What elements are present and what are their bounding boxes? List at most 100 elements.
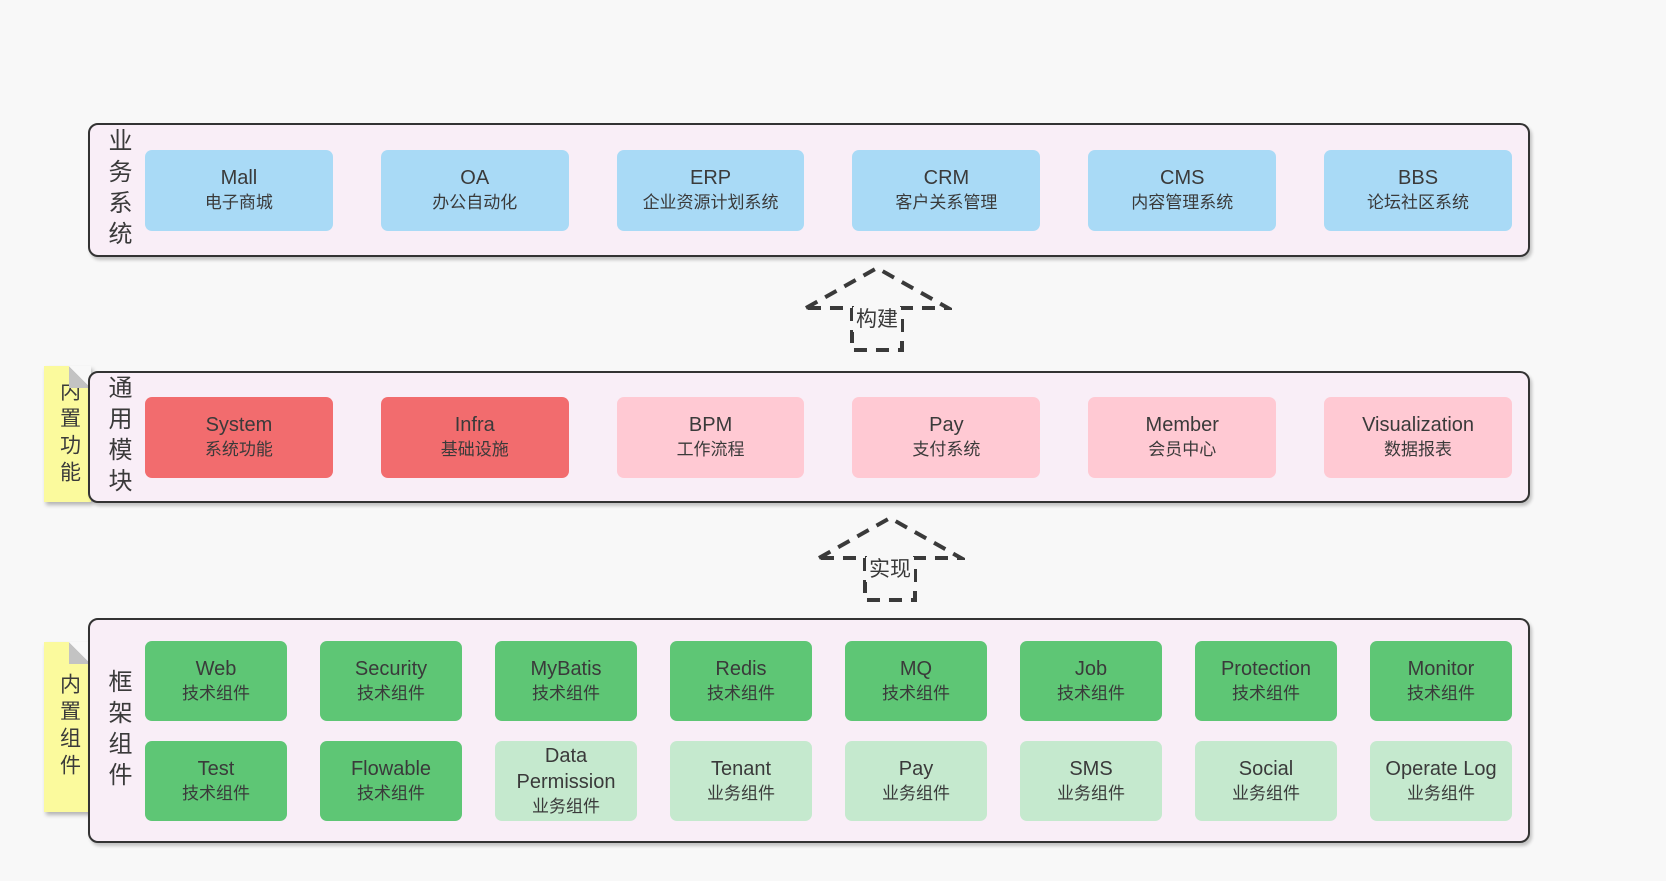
box-name: ERP bbox=[690, 167, 732, 189]
box-name: Web bbox=[195, 657, 237, 680]
box-erp: ERP 企业资源计划系统 bbox=[616, 149, 805, 231]
box-desc: 业务组件 bbox=[1407, 783, 1475, 803]
sticky-tag-label: 内置功能 bbox=[57, 380, 81, 488]
box-protection: Protection 技术组件 bbox=[1195, 640, 1337, 721]
box-desc: 企业资源计划系统 bbox=[642, 193, 779, 212]
box-desc: 技术组件 bbox=[1057, 683, 1125, 703]
box-name: Flowable bbox=[350, 757, 432, 780]
arrow-label: 构建 bbox=[853, 307, 901, 332]
panel-title-common-modules: 通用模块 bbox=[104, 375, 131, 499]
box-name: Mall bbox=[220, 167, 258, 189]
box-cms: CMS 内容管理系统 bbox=[1088, 149, 1277, 231]
panel-business-systems: 业务系统 Mall 电子商城 OA 办公自动化 ERP 企业资源计划系统 CRM… bbox=[88, 123, 1530, 257]
box-pay-module: Pay 支付系统 bbox=[852, 396, 1041, 478]
box-desc: 业务组件 bbox=[882, 783, 950, 803]
box-desc: 技术组件 bbox=[532, 683, 600, 703]
folded-corner-icon bbox=[69, 366, 91, 388]
box-visualization: Visualization 数据报表 bbox=[1324, 396, 1512, 478]
box-desc: 技术组件 bbox=[357, 783, 425, 803]
box-mybatis: MyBatis 技术组件 bbox=[495, 640, 637, 721]
box-name: Pay bbox=[898, 757, 934, 780]
box-desc: 技术组件 bbox=[1232, 683, 1300, 703]
box-desc: 电子商城 bbox=[204, 193, 273, 212]
panel-title-framework-components: 框架组件 bbox=[104, 668, 131, 793]
box-name: Security bbox=[354, 657, 428, 680]
dashed-up-arrow-icon bbox=[802, 265, 952, 352]
box-name: Redis bbox=[715, 657, 767, 680]
box-name: Test bbox=[197, 757, 235, 780]
box-name: BPM bbox=[688, 414, 733, 436]
box-name: Data Permission bbox=[516, 744, 616, 793]
sticky-tag-label: 内置组件 bbox=[57, 673, 81, 781]
dashed-up-arrow-icon bbox=[815, 515, 965, 602]
box-desc: 客户关系管理 bbox=[895, 193, 998, 212]
box-desc: 技术组件 bbox=[182, 783, 250, 803]
box-row: Mall 电子商城 OA 办公自动化 ERP 企业资源计划系统 CRM 客户关系… bbox=[145, 149, 1512, 231]
box-row: System 系统功能 Infra 基础设施 BPM 工作流程 Pay 支付系统… bbox=[145, 396, 1512, 478]
box-desc: 办公自动化 bbox=[432, 193, 518, 212]
box-desc: 业务组件 bbox=[532, 796, 600, 816]
box-name: BBS bbox=[1398, 167, 1439, 189]
panel-boxes: System 系统功能 Infra 基础设施 BPM 工作流程 Pay 支付系统… bbox=[145, 373, 1512, 501]
box-name: SMS bbox=[1069, 757, 1113, 780]
box-desc: 基础设施 bbox=[440, 440, 509, 459]
sticky-tag-built-in-features: 内置功能 bbox=[44, 366, 91, 502]
panel-boxes: Mall 电子商城 OA 办公自动化 ERP 企业资源计划系统 CRM 客户关系… bbox=[145, 125, 1512, 255]
box-pay-component: Pay 业务组件 bbox=[845, 740, 987, 821]
box-member: Member 会员中心 bbox=[1088, 396, 1277, 478]
box-name: OA bbox=[460, 167, 490, 189]
box-desc: 技术组件 bbox=[707, 683, 775, 703]
box-name: Visualization bbox=[1362, 414, 1475, 436]
box-test: Test 技术组件 bbox=[145, 740, 287, 821]
box-mall: Mall 电子商城 bbox=[145, 149, 333, 231]
arrow-build: 构建 bbox=[802, 262, 952, 354]
box-name: Protection bbox=[1220, 657, 1312, 680]
sticky-tag-built-in-components: 内置组件 bbox=[44, 642, 91, 812]
box-name: Member bbox=[1145, 414, 1219, 436]
box-tenant: Tenant 业务组件 bbox=[670, 740, 812, 821]
box-desc: 论坛社区系统 bbox=[1367, 193, 1470, 212]
box-operate-log: Operate Log 业务组件 bbox=[1370, 740, 1512, 821]
box-desc: 支付系统 bbox=[912, 440, 981, 459]
box-social: Social 业务组件 bbox=[1195, 740, 1337, 821]
box-name: System bbox=[205, 414, 273, 436]
box-desc: 技术组件 bbox=[882, 683, 950, 703]
panel-common-modules: 通用模块 System 系统功能 Infra 基础设施 BPM 工作流程 Pay… bbox=[88, 371, 1530, 503]
box-name: Operate Log bbox=[1385, 757, 1497, 780]
box-desc: 会员中心 bbox=[1148, 440, 1217, 459]
box-bpm: BPM 工作流程 bbox=[616, 396, 805, 478]
box-name: MyBatis bbox=[530, 657, 602, 680]
box-desc: 工作流程 bbox=[676, 440, 745, 459]
box-name: Pay bbox=[929, 414, 964, 436]
box-monitor: Monitor 技术组件 bbox=[1370, 640, 1512, 721]
box-desc: 业务组件 bbox=[1057, 783, 1125, 803]
box-oa: OA 办公自动化 bbox=[380, 149, 569, 231]
box-name: Tenant bbox=[710, 757, 772, 780]
box-infra: Infra 基础设施 bbox=[380, 396, 569, 478]
box-desc: 技术组件 bbox=[182, 683, 250, 703]
box-data-permission: Data Permission 业务组件 bbox=[495, 740, 637, 821]
box-name: Job bbox=[1074, 657, 1108, 680]
box-name: Monitor bbox=[1407, 657, 1475, 680]
box-name: CMS bbox=[1160, 167, 1205, 189]
arrow-label: 实现 bbox=[866, 557, 914, 582]
box-sms: SMS 业务组件 bbox=[1020, 740, 1162, 821]
box-security: Security 技术组件 bbox=[320, 640, 462, 721]
box-job: Job 技术组件 bbox=[1020, 640, 1162, 721]
box-name: Infra bbox=[454, 414, 495, 436]
box-system: System 系统功能 bbox=[145, 396, 333, 478]
box-desc: 技术组件 bbox=[357, 683, 425, 703]
panel-framework-components: 框架组件 Web 技术组件 Security 技术组件 MyBatis 技术组件… bbox=[88, 618, 1530, 843]
box-row: Web 技术组件 Security 技术组件 MyBatis 技术组件 Redi… bbox=[145, 640, 1512, 721]
box-desc: 技术组件 bbox=[1407, 683, 1475, 703]
box-desc: 数据报表 bbox=[1384, 440, 1453, 459]
box-bbs: BBS 论坛社区系统 bbox=[1324, 149, 1512, 231]
box-name: CRM bbox=[923, 167, 970, 189]
box-web: Web 技术组件 bbox=[145, 640, 287, 721]
folded-corner-icon bbox=[69, 642, 91, 664]
box-desc: 业务组件 bbox=[707, 783, 775, 803]
arrow-implement: 实现 bbox=[815, 512, 965, 604]
panel-boxes: Web 技术组件 Security 技术组件 MyBatis 技术组件 Redi… bbox=[145, 620, 1512, 841]
box-desc: 业务组件 bbox=[1232, 783, 1300, 803]
box-row: Test 技术组件 Flowable 技术组件 Data Permission … bbox=[145, 740, 1512, 821]
